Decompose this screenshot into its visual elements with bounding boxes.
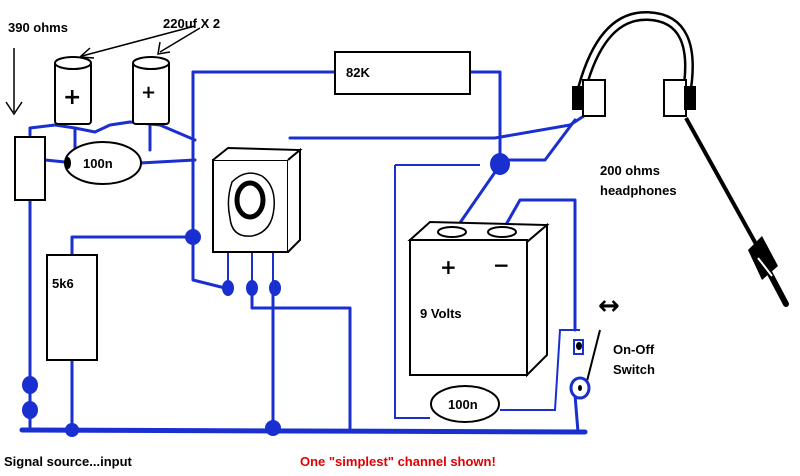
headphones [572, 10, 789, 307]
wire-junction-headphone [498, 118, 577, 162]
battery-label: 9 Volts [420, 306, 462, 321]
left-earcup [582, 79, 606, 117]
junction-dot-6 [490, 153, 510, 175]
junction-dot-5 [185, 229, 201, 245]
capacitor-220uf-1: + [54, 56, 92, 125]
battery-9v: + − 9 Volts [407, 220, 550, 378]
cap-1-top [54, 56, 92, 70]
wire-bus-left [191, 70, 227, 290]
switch-contact-dot [576, 342, 582, 350]
cap-2-top [132, 56, 170, 70]
wire-82k-right [468, 70, 502, 162]
label-switch-line2: Switch [613, 362, 655, 377]
label-220uf: 220uf X 2 [163, 16, 220, 31]
headphone-cable [684, 117, 758, 245]
wire-5k6-top [70, 235, 195, 257]
junction-dot-8 [246, 280, 258, 296]
right-earpad [684, 86, 696, 110]
transistor-heatsink-blob [227, 172, 275, 237]
resistor-82k-body [334, 51, 471, 95]
junction-dot-3 [65, 423, 79, 437]
junction-dot-1 [22, 376, 38, 394]
right-earcup [663, 79, 687, 117]
wire-100n-right-side [500, 329, 580, 411]
arrow-390-head [5, 101, 23, 116]
left-earpad [572, 86, 584, 110]
wire-390-to-100n [43, 158, 67, 164]
arrow-cap1-line [81, 25, 196, 57]
wire-100n-right [138, 158, 197, 165]
wire-to-headphone [288, 110, 592, 140]
junctions [22, 153, 510, 437]
label-headphones-line1: 200 ohms [600, 163, 660, 178]
resistor-390 [14, 136, 46, 201]
junction-dot-2 [22, 401, 38, 419]
label-footnote: One "simplest" channel shown! [300, 454, 496, 469]
resistor-82k: 82K [334, 51, 471, 95]
wire-390-top [28, 123, 57, 137]
cap-100n-top-left-edge [65, 157, 71, 169]
annotation-arrows [5, 25, 201, 116]
arrow-cap2-head [157, 41, 171, 55]
switch-arrow: ↔ [598, 291, 620, 321]
wire-left-vert [394, 165, 430, 419]
arrow-cap2-line [159, 27, 201, 53]
junction-dot-9 [269, 280, 281, 296]
cap-2-plus: + [141, 82, 156, 103]
plug-body [748, 236, 778, 280]
label-390-ohms: 390 ohms [8, 20, 68, 35]
wire-battery-plus [453, 163, 502, 232]
transistor-side [287, 147, 301, 253]
capacitor-100n-top: 100n [64, 141, 142, 185]
ground-rail [19, 427, 588, 435]
label-headphones-line2: headphones [600, 183, 677, 198]
wire-switch-bottom [573, 393, 580, 434]
label-switch-line1: On-Off [613, 342, 655, 357]
wiring [19, 70, 592, 435]
headband-inner [577, 13, 692, 99]
wire-pin2-down [250, 286, 352, 432]
switch-pivot-center [578, 385, 582, 391]
junction-dot-7 [222, 280, 234, 296]
cap-1-plus: + [63, 85, 81, 110]
junction-dot-4 [265, 420, 281, 436]
battery-side [526, 222, 548, 378]
cap-100n-top-label: 100n [83, 156, 113, 171]
battery-front [409, 239, 528, 376]
battery-minus-sign: − [493, 253, 510, 277]
switch-lever [585, 329, 601, 386]
resistor-5k6-body [46, 254, 98, 361]
capacitor-100n-bottom: 100n [430, 385, 500, 423]
battery-plus-sign: + [440, 255, 457, 279]
transistor [212, 146, 303, 253]
plug-highlight [757, 257, 773, 277]
on-off-switch: ↔ [569, 291, 620, 400]
resistor-82k-label: 82K [346, 65, 370, 80]
label-signal-source: Signal source...input [4, 454, 133, 469]
arrow-cap1-head [78, 47, 95, 59]
battery-terminal-plus [437, 226, 467, 238]
resistor-390-body [14, 136, 46, 201]
resistor-5k6-label: 5k6 [52, 276, 74, 291]
resistor-5k6: 5k6 [46, 254, 98, 361]
transistor-hole [234, 180, 266, 220]
cap-100n-bottom-body [430, 385, 500, 423]
wire-battery-minus [501, 198, 577, 332]
capacitor-220uf-2: + [132, 56, 170, 125]
battery-terminal-minus [487, 226, 517, 238]
transistor-top [212, 146, 303, 161]
cap-100n-bottom-label: 100n [448, 397, 478, 412]
